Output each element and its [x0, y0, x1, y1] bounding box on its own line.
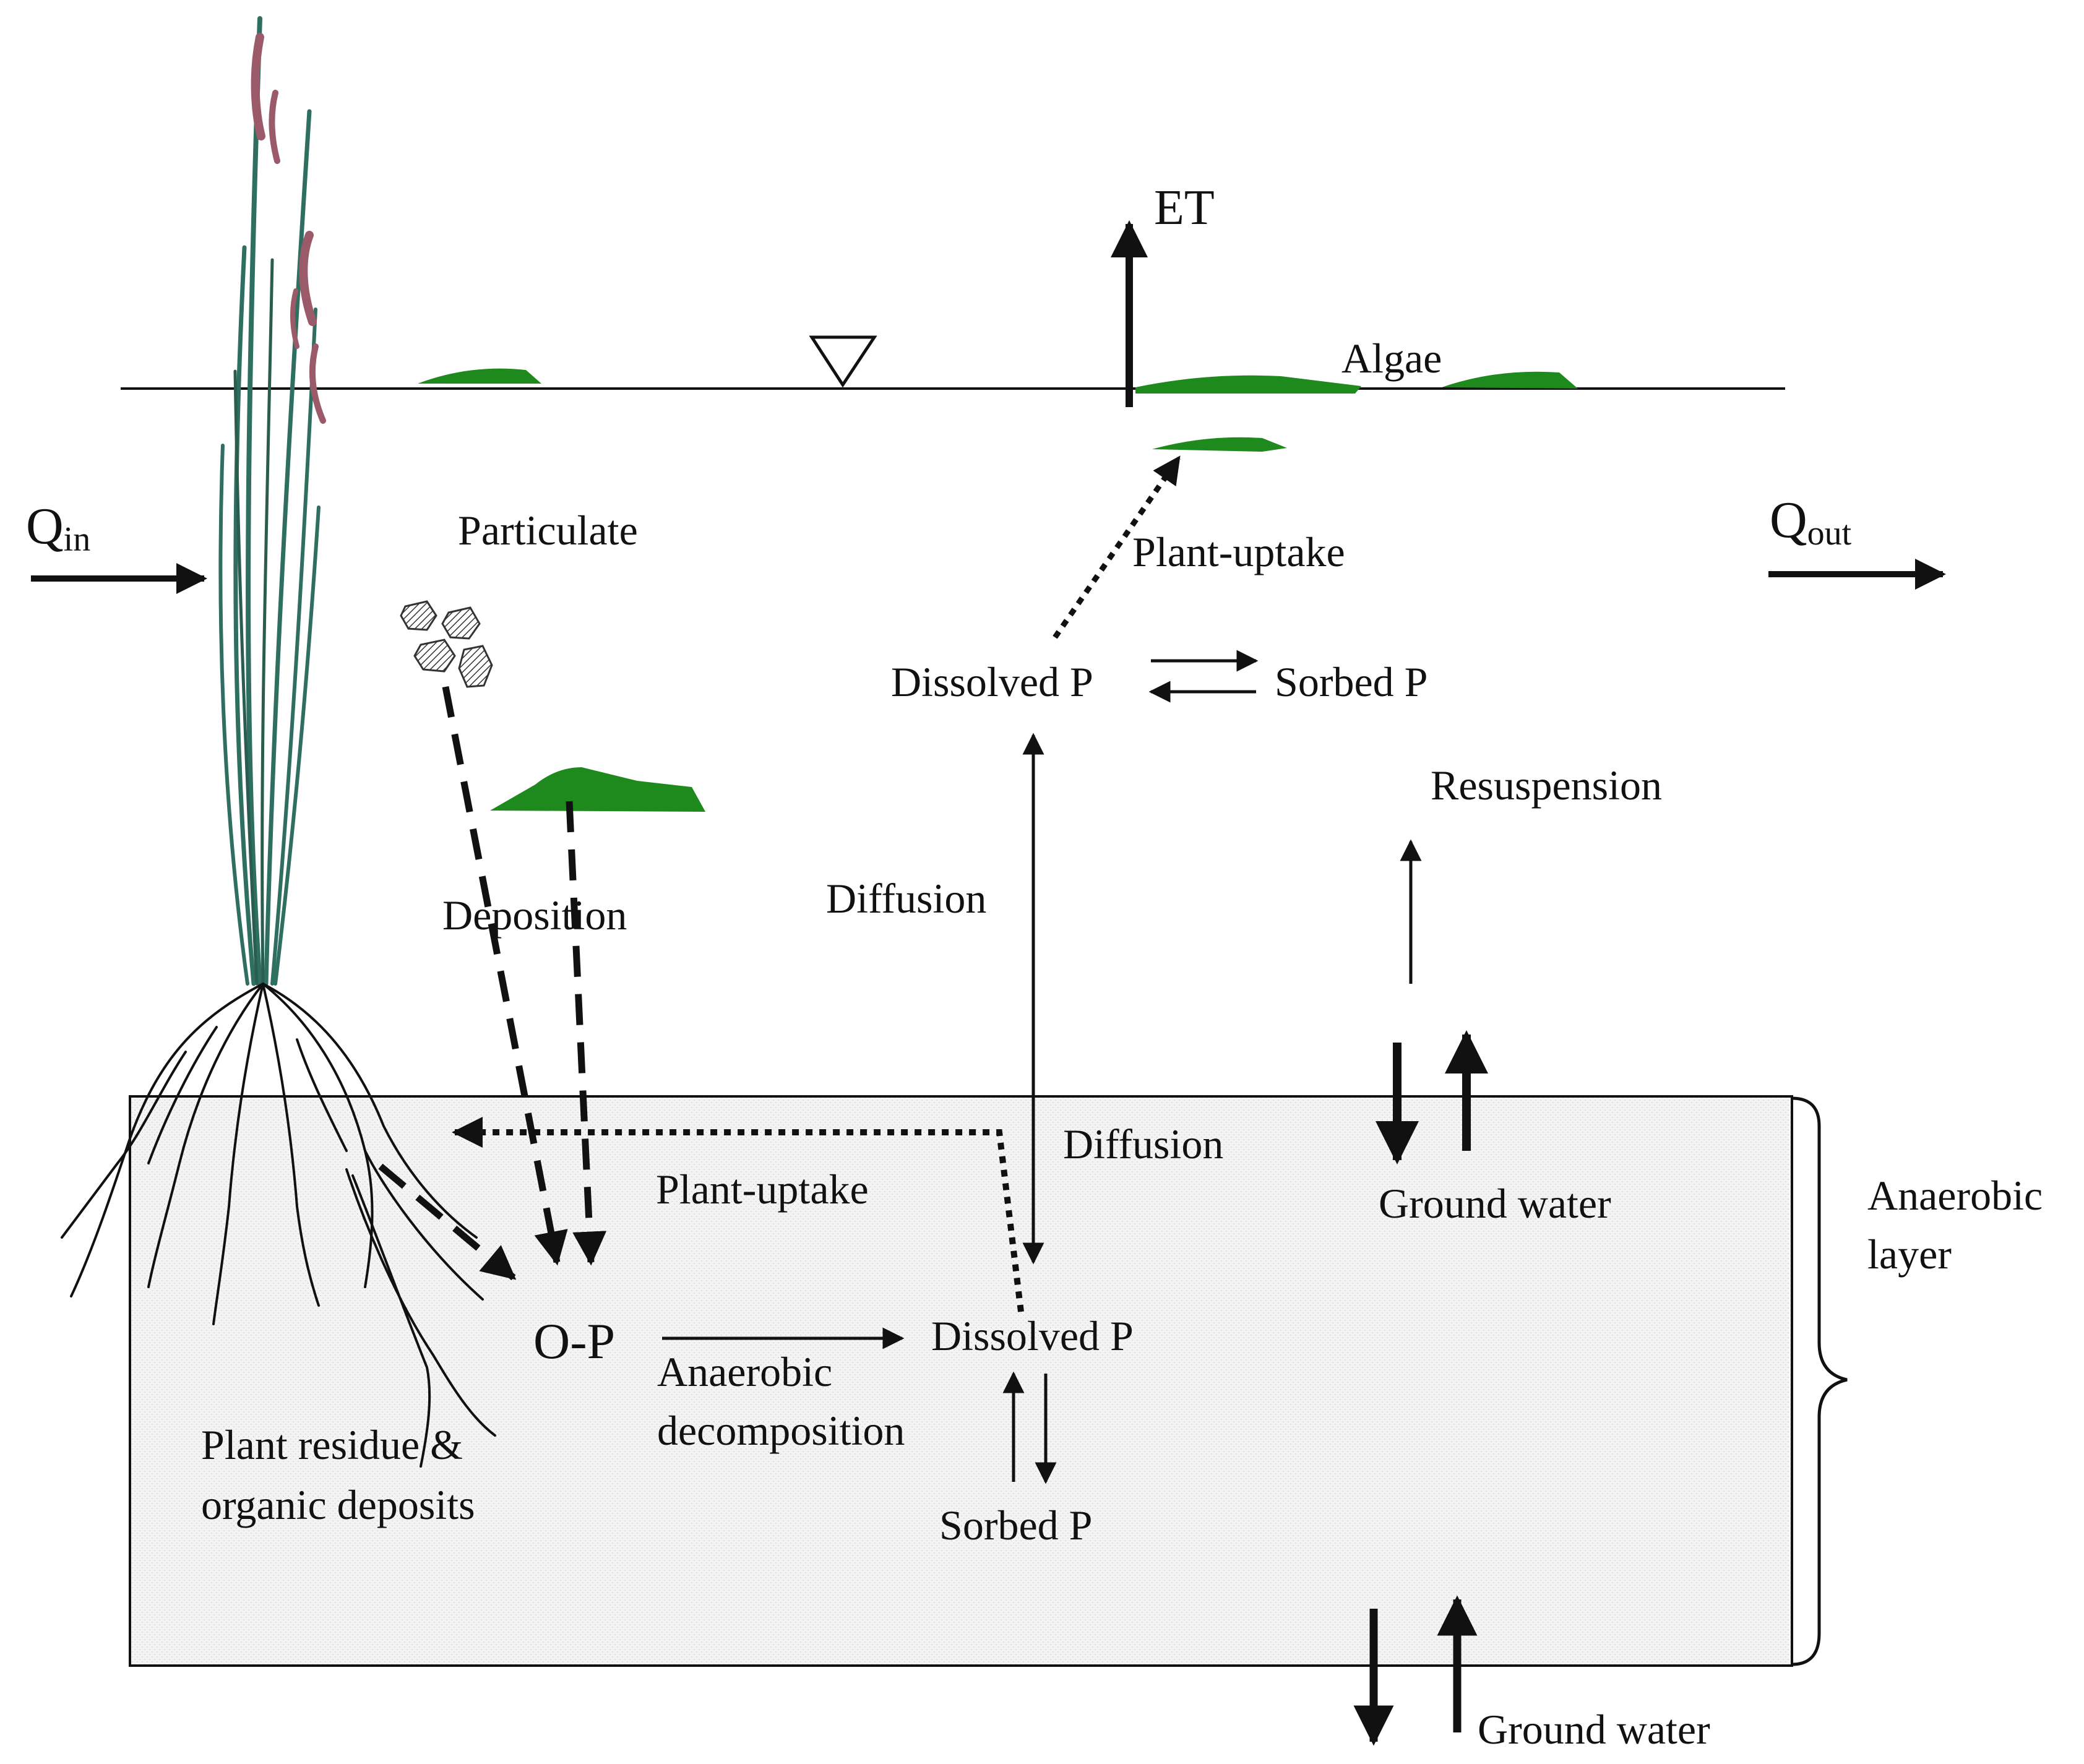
deposition-arrow-particulate	[442, 686, 568, 1266]
anaerobic-layer-brace	[1791, 1096, 1848, 1666]
anaerobic-layer-label: Anaerobic layer	[1867, 1172, 2053, 1278]
algae-patch-surface-right	[1442, 371, 1578, 389]
plant-uptake-label-water: Plant-uptake	[1132, 528, 1345, 575]
ground-water-label-upper: Ground water	[1379, 1180, 1611, 1227]
q-in-label: Qin	[26, 497, 90, 559]
roots-icon	[61, 983, 496, 1468]
plant-uptake-label-sediment: Plant-uptake	[656, 1166, 869, 1213]
o-p-label: O-P	[533, 1313, 615, 1369]
q-out-label: Qout	[1770, 491, 1852, 553]
diffusion-label-sediment: Diffusion	[1063, 1121, 1223, 1168]
anaerobic-layer-box	[129, 1095, 1793, 1667]
algae-patch-left	[418, 368, 541, 384]
reed-plant-icon	[218, 16, 326, 986]
anaerobic-decomposition-label: Anaerobic decomposition	[657, 1348, 905, 1454]
algae-patch-surface-center	[1135, 375, 1361, 394]
sorbed-p-label-water: Sorbed P	[1275, 658, 1427, 705]
deposition-arrow-algae	[566, 801, 607, 1266]
resuspension-label: Resuspension	[1431, 762, 1662, 809]
plant-uptake-arrow-water	[1053, 455, 1181, 639]
ground-water-label-lower: Ground water	[1478, 1706, 1710, 1753]
algae-patch-submerged	[1152, 437, 1287, 452]
sorbed-p-label-sediment: Sorbed P	[939, 1502, 1092, 1549]
algae-label: Algae	[1341, 335, 1442, 382]
plant-residue-label: Plant residue & organic deposits	[201, 1421, 475, 1528]
dissolved-p-label-water: Dissolved P	[891, 658, 1093, 705]
deposition-label: Deposition	[442, 892, 627, 939]
et-label: ET	[1154, 181, 1215, 235]
dissolved-p-label-sediment: Dissolved P	[931, 1312, 1134, 1359]
water-level-icon	[809, 335, 877, 388]
diffusion-label-water: Diffusion	[826, 875, 986, 922]
algae-patch-settling	[490, 767, 705, 812]
particulate-icon	[400, 600, 493, 688]
residue-to-op-arrow	[378, 1163, 517, 1281]
particulate-label: Particulate	[458, 507, 638, 554]
plant-uptake-arrow-sediment	[452, 1117, 1024, 1312]
